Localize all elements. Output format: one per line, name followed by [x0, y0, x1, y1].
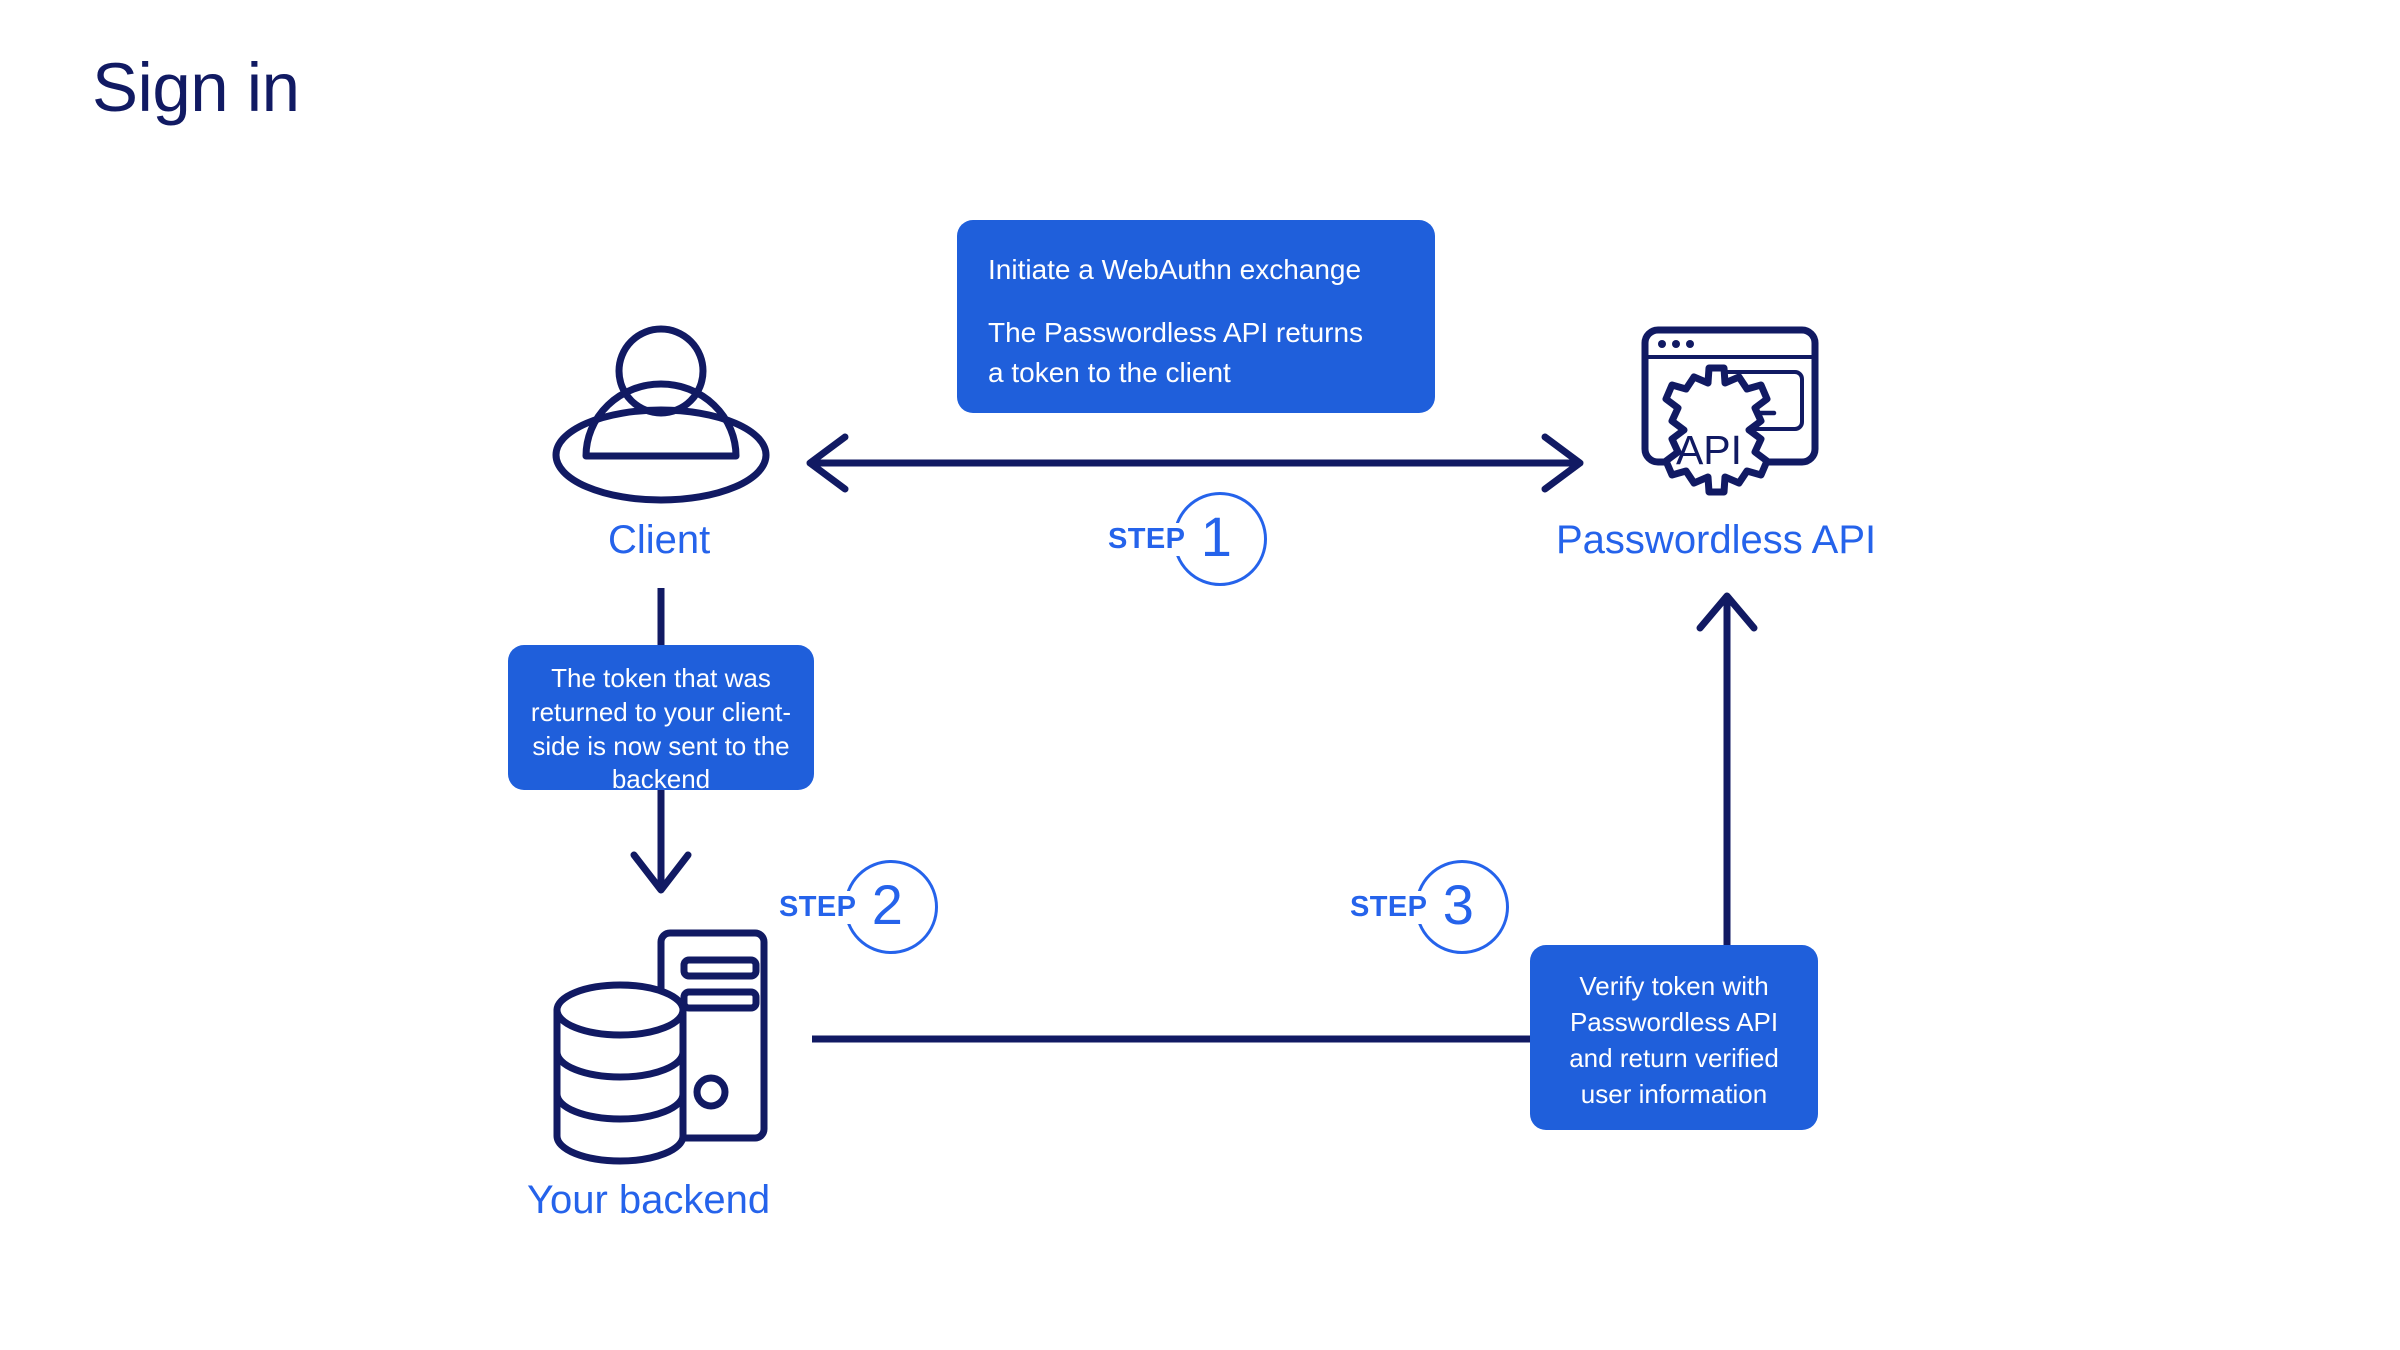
- step-badge-1-number: 1: [1200, 505, 1232, 568]
- server-database-icon: [553, 929, 768, 1165]
- page-title: Sign in: [92, 49, 300, 126]
- node-label-client: Client: [608, 518, 711, 562]
- node-label-backend: Your backend: [527, 1178, 771, 1222]
- user-avatar-icon: [552, 325, 770, 504]
- step-badge-2-circle: 2: [844, 860, 939, 954]
- callout-step-1: Initiate a WebAuthn exchange The Passwor…: [957, 220, 1435, 413]
- node-label-api: Passwordless API: [1556, 518, 1877, 562]
- step-badge-1: STEP 1: [1108, 492, 1268, 586]
- step-badge-3-word: STEP: [1350, 890, 1430, 924]
- step-badge-1-circle: 1: [1173, 492, 1268, 586]
- callout-spacer: [988, 291, 1405, 313]
- step-badge-2-word: STEP: [779, 890, 859, 924]
- step-badge-2: STEP 2: [779, 860, 939, 954]
- api-gear-label: API: [1676, 427, 1742, 473]
- callout-step-3: Verify token with Passwordless API and r…: [1530, 945, 1818, 1130]
- api-gear-terminal-icon: API: [1641, 326, 1819, 496]
- step-badge-3: STEP 3: [1350, 860, 1510, 954]
- step-badge-3-circle: 3: [1415, 860, 1510, 954]
- callout-step-1-line-1: Initiate a WebAuthn exchange: [988, 254, 1362, 285]
- step-badge-1-word: STEP: [1108, 522, 1188, 556]
- step-badge-3-number: 3: [1442, 873, 1474, 936]
- callout-step-1-line-3: a token to the client: [988, 357, 1231, 389]
- callout-step-1-line-2: The Passwordless API returns: [988, 316, 1364, 348]
- step-badge-2-number: 2: [871, 873, 903, 936]
- connector-client-api: [806, 433, 1584, 493]
- callout-step-2: The token that was returned to your clie…: [508, 645, 814, 794]
- connector-verify-api: [1696, 592, 1758, 955]
